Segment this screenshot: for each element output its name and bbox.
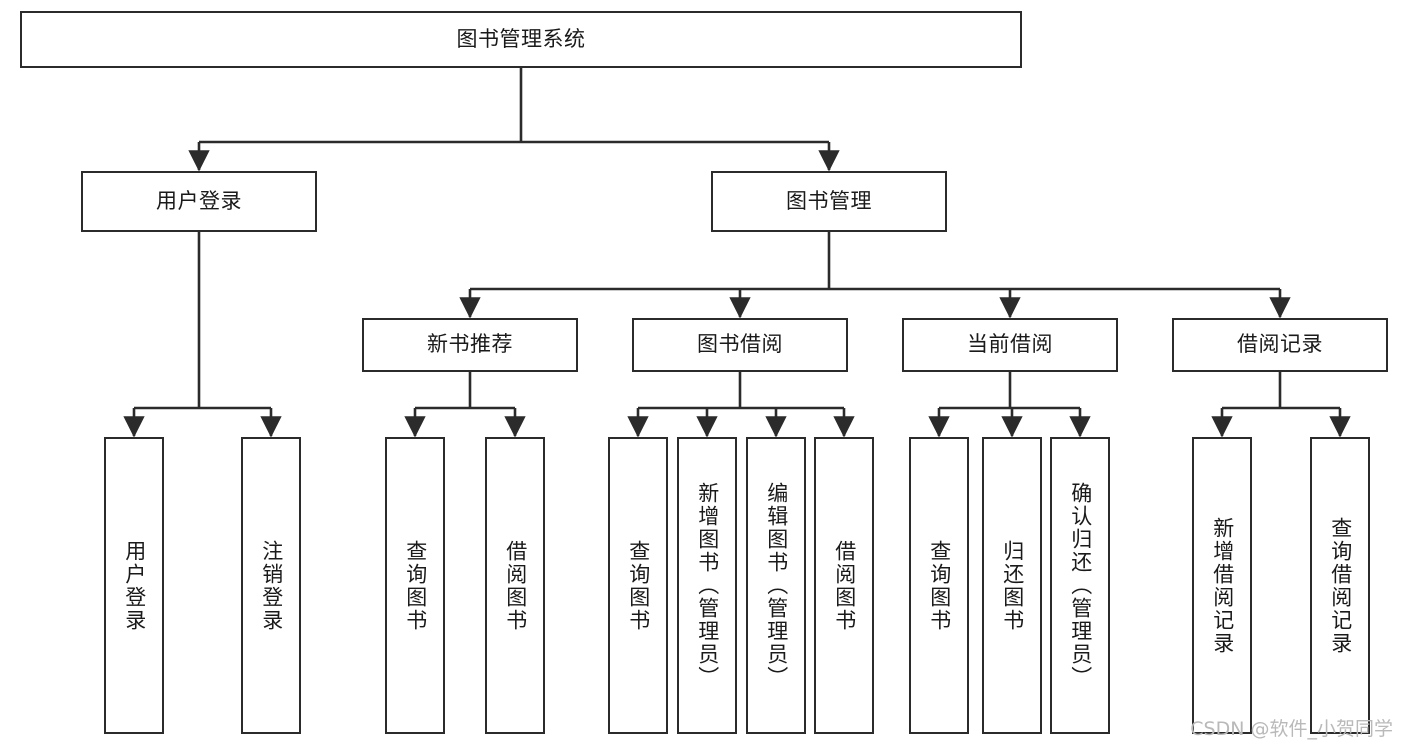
node-leaf13[interactable]: 查询借阅记录: [1310, 437, 1370, 734]
node-leaf3[interactable]: 查询图书: [385, 437, 445, 734]
node-leaf9[interactable]: 查询图书: [909, 437, 969, 734]
node-root[interactable]: 图书管理系统: [20, 11, 1022, 68]
node-leaf7[interactable]: 编辑图书（管理员）: [746, 437, 806, 734]
node-label: 用户登录: [122, 539, 147, 632]
node-label: 图书管理系统: [456, 26, 586, 51]
node-label: 查询图书: [927, 539, 952, 632]
node-leaf11[interactable]: 确认归还（管理员）: [1050, 437, 1110, 734]
node-leaf10[interactable]: 归还图书: [982, 437, 1042, 734]
node-label: 新书推荐: [427, 332, 513, 357]
node-newbook[interactable]: 新书推荐: [362, 318, 578, 372]
node-label: 图书借阅: [697, 332, 783, 357]
node-label: 新增借阅记录: [1210, 516, 1235, 655]
node-leaf6[interactable]: 新增图书（管理员）: [677, 437, 737, 734]
node-label: 借阅图书: [832, 539, 857, 632]
node-label: 用户登录: [156, 188, 242, 213]
node-leaf5[interactable]: 查询图书: [608, 437, 668, 734]
node-leaf1[interactable]: 用户登录: [104, 437, 164, 734]
node-records[interactable]: 借阅记录: [1172, 318, 1388, 372]
node-label: 借阅图书: [503, 539, 528, 632]
node-label: 借阅记录: [1237, 332, 1323, 357]
node-label: 注销登录: [259, 539, 284, 632]
node-borrow[interactable]: 图书借阅: [632, 318, 848, 372]
node-leaf8[interactable]: 借阅图书: [814, 437, 874, 734]
node-login[interactable]: 用户登录: [81, 171, 317, 232]
node-label: 编辑图书（管理员）: [764, 482, 789, 689]
node-label: 当前借阅: [967, 332, 1053, 357]
node-label: 图书管理: [786, 188, 872, 213]
node-label: 新增图书（管理员）: [695, 482, 720, 689]
watermark: CSDN @软件_小贺同学: [1190, 718, 1393, 740]
node-leaf2[interactable]: 注销登录: [241, 437, 301, 734]
node-leaf4[interactable]: 借阅图书: [485, 437, 545, 734]
node-label: 查询借阅记录: [1328, 516, 1353, 655]
node-label: 确认归还（管理员）: [1068, 482, 1093, 689]
node-label: 归还图书: [1000, 539, 1025, 632]
node-bookmgmt[interactable]: 图书管理: [711, 171, 947, 232]
node-label: 查询图书: [403, 539, 428, 632]
node-current[interactable]: 当前借阅: [902, 318, 1118, 372]
node-leaf12[interactable]: 新增借阅记录: [1192, 437, 1252, 734]
node-label: 查询图书: [626, 539, 651, 632]
